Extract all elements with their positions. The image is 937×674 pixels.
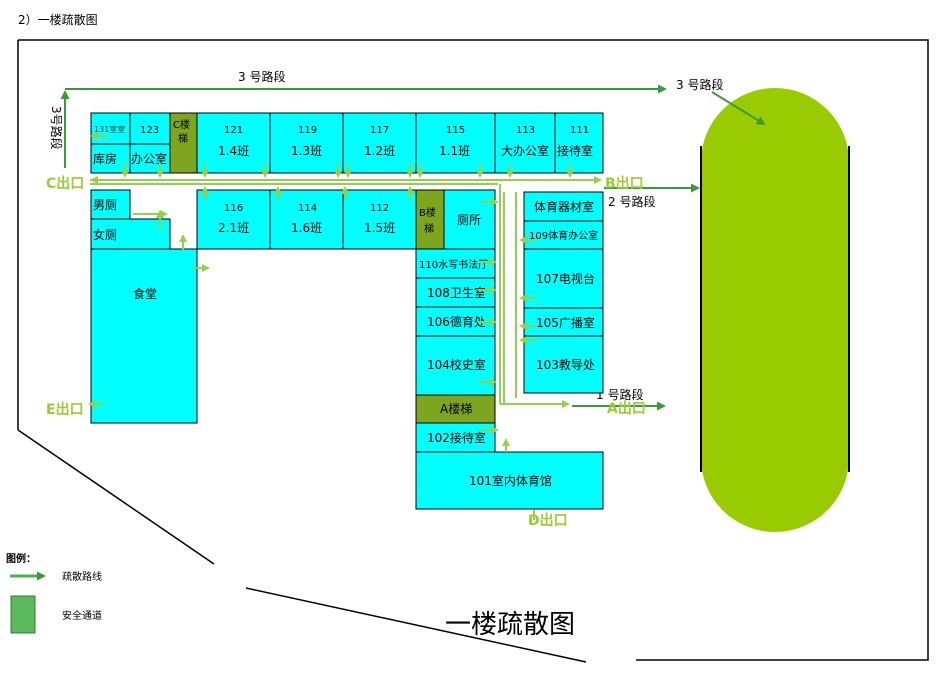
room-121-num: 121 — [224, 125, 243, 136]
road-label-1: 1 号路段 — [596, 387, 643, 402]
room-office-label: 办公室 — [131, 151, 167, 166]
room-sports-storage — [523, 191, 604, 222]
room-116 — [196, 189, 271, 250]
sports-field — [700, 88, 850, 532]
room-113 — [494, 112, 556, 174]
room-111 — [554, 112, 604, 174]
road-route-2: 2 号路段 — [604, 183, 700, 209]
evacuation-routes — [88, 132, 602, 520]
legend-route-label: 疏散路线 — [62, 570, 102, 583]
north-wing: 131室室 123 库房 办公室 C楼 梯 121 1.4班 119 1.3班 … — [90, 112, 604, 174]
room-101 — [415, 451, 604, 510]
legend: 图例： 疏散路线 安全通道 — [6, 552, 102, 634]
exit-e: E出口 — [46, 401, 84, 418]
room-104 — [415, 335, 496, 396]
room-115 — [415, 112, 496, 174]
legend-safe-swatch — [10, 595, 36, 634]
exits: C出口 B出口 A出口 D出口 E出口 — [46, 175, 646, 529]
road-route-3-right: 3 号路段 — [676, 77, 766, 126]
room-107-label: 107电视台 — [536, 271, 595, 286]
room-112-num: 112 — [370, 203, 389, 214]
campus-boundary — [17, 39, 929, 663]
room-storage-label: 库房 — [93, 151, 117, 166]
room-113-num: 113 — [516, 125, 535, 136]
room-sports-storage-label: 体育器材室 — [534, 199, 594, 214]
stair-b-label-1: B楼 — [419, 206, 436, 219]
room-113-name: 大办公室 — [501, 143, 549, 158]
room-109-label: 109体育办公室 — [529, 229, 598, 242]
room-men-label: 男厕 — [93, 198, 117, 212]
room-102-label: 102接待室 — [427, 430, 486, 445]
room-101-label: 101室内体育馆 — [469, 473, 552, 488]
room-117-num: 117 — [370, 125, 389, 136]
room-103-label: 103教导处 — [536, 357, 595, 372]
legend-title: 图例： — [6, 552, 36, 565]
stair-a — [415, 394, 496, 424]
road-label-2: 2 号路段 — [608, 194, 655, 209]
exit-c: C出口 — [46, 175, 84, 192]
room-121 — [196, 112, 271, 174]
room-110-label: 110水写书法厅 — [419, 258, 488, 271]
room-116-num: 116 — [224, 203, 243, 214]
room-116-class: 2.1班 — [218, 221, 249, 235]
room-115-num: 115 — [446, 125, 465, 136]
room-109 — [523, 220, 604, 250]
stair-b-label-2: 梯 — [424, 222, 434, 235]
room-121-class: 1.4班 — [218, 144, 249, 158]
room-119 — [269, 112, 344, 174]
road-route-3-vertical: 3号路段 — [49, 90, 70, 168]
room-114 — [269, 189, 344, 250]
room-119-class: 1.3班 — [291, 144, 322, 158]
room-108-label: 108卫生室 — [427, 285, 486, 300]
road-label-3-right: 3 号路段 — [676, 77, 723, 92]
room-115-class: 1.1班 — [439, 144, 470, 158]
room-117-class: 1.2班 — [364, 144, 395, 158]
room-104-label: 104校史室 — [427, 357, 486, 372]
west-wing: 男厕 女厕 食堂 116 2.1班 114 1.6班 112 1.5班 B楼 梯… — [90, 189, 496, 424]
stair-a-label: A楼梯 — [440, 401, 472, 416]
room-105-label: 105广播室 — [536, 315, 595, 330]
road-label-3-top: 3 号路段 — [238, 69, 285, 84]
road-route-1: 1 号路段 — [572, 387, 666, 411]
room-111-num: 111 — [570, 125, 589, 136]
exit-b: B出口 — [605, 175, 644, 192]
room-canteen-label: 食堂 — [133, 286, 157, 301]
road-route-3-top: 3 号路段 — [65, 69, 667, 94]
stair-b — [415, 189, 445, 250]
room-117 — [342, 112, 417, 174]
figure-caption: 一楼疏散图 — [445, 610, 575, 640]
room-111-name: 接待室 — [557, 143, 593, 158]
exit-d: D出口 — [528, 512, 568, 529]
east-block: 体育器材室 109体育办公室 107电视台 105广播室 103教导处 — [523, 191, 604, 394]
exit-a: A出口 — [607, 400, 646, 417]
stair-c-label-2: 梯 — [178, 132, 188, 145]
room-women-label: 女厕 — [93, 227, 117, 242]
room-131-label: 131室室 — [94, 124, 125, 134]
room-119-num: 119 — [298, 125, 317, 136]
room-112-class: 1.5班 — [364, 221, 395, 235]
room-114-class: 1.6班 — [291, 221, 322, 235]
south-wing: 110水写书法厅 108卫生室 106德育处 104校史室 A楼梯 102接待室… — [415, 248, 604, 510]
room-106-label: 106德育处 — [427, 314, 486, 329]
legend-safe-label: 安全通道 — [62, 609, 102, 622]
room-toilet-label: 厕所 — [457, 213, 481, 227]
room-canteen — [90, 248, 198, 424]
page-heading: 2）一楼疏散图 — [18, 12, 98, 27]
room-112 — [342, 189, 417, 250]
road-label-3-vertical: 3号路段 — [49, 106, 64, 150]
room-123-label: 123 — [140, 125, 159, 136]
room-114-num: 114 — [298, 203, 317, 214]
room-103 — [523, 335, 604, 394]
room-110 — [415, 248, 496, 279]
room-men — [90, 189, 131, 220]
stair-c-label-1: C楼 — [173, 118, 190, 131]
